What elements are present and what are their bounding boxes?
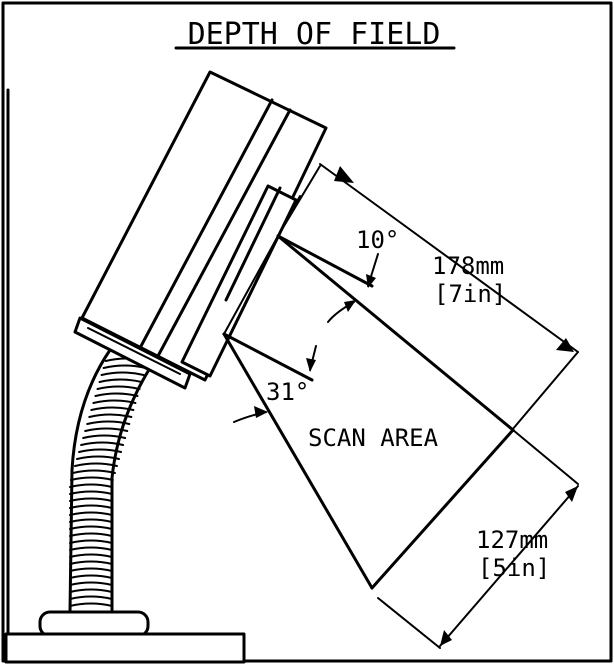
scanner-head — [73, 70, 328, 390]
scan-area-label: SCAN AREA — [308, 424, 439, 452]
coil-ring — [84, 427, 129, 432]
angle-10-label: 10° — [356, 226, 399, 254]
coil-ring — [88, 413, 133, 418]
coil-ring — [86, 420, 131, 425]
depth-mm-label: 178mm — [432, 252, 504, 280]
coil-ring — [92, 399, 137, 404]
depth-in-label: [7in] — [434, 280, 506, 308]
coil-ring — [69, 490, 113, 495]
angle-31-label: 31° — [266, 378, 309, 406]
coil-ring — [100, 371, 145, 376]
coil-ring — [96, 385, 141, 390]
coil-ring — [71, 469, 116, 474]
coil-ring — [73, 462, 118, 467]
stand-base — [4, 610, 246, 664]
width-in-label: [5in] — [478, 554, 550, 582]
coil-ring — [94, 392, 139, 397]
coil-ring — [80, 441, 125, 446]
coil-ring — [69, 532, 113, 537]
coil-ring — [69, 595, 113, 600]
coil-ring — [69, 546, 113, 551]
depth-dimension — [319, 163, 579, 431]
coil-ring — [98, 378, 143, 383]
coil-ring — [69, 504, 113, 509]
coil-ring — [69, 567, 113, 572]
drawing-title: DEPTH OF FIELD — [188, 17, 441, 52]
coil-ring — [69, 476, 114, 481]
coil-ring — [69, 553, 113, 558]
coil-ring — [78, 448, 123, 453]
coil-ring — [69, 574, 113, 579]
angle-leaders — [233, 253, 379, 423]
coil-ring — [69, 539, 113, 544]
coil-ring — [69, 588, 113, 593]
coil-ring — [69, 511, 113, 516]
coil-ring — [76, 455, 121, 460]
coil-ring — [69, 518, 113, 523]
width-mm-label: 127mm — [476, 526, 548, 554]
coil-ring — [69, 525, 113, 530]
coil-ring — [69, 497, 113, 502]
gooseneck — [68, 348, 152, 614]
coil-ring — [69, 560, 113, 565]
coil-ring — [69, 581, 113, 586]
coil-ring — [82, 434, 127, 439]
width-dimension — [377, 429, 579, 649]
coil-ring — [69, 483, 113, 488]
scan-beam — [222, 165, 515, 590]
coil-ring — [90, 406, 135, 411]
coil-ring — [69, 602, 113, 607]
